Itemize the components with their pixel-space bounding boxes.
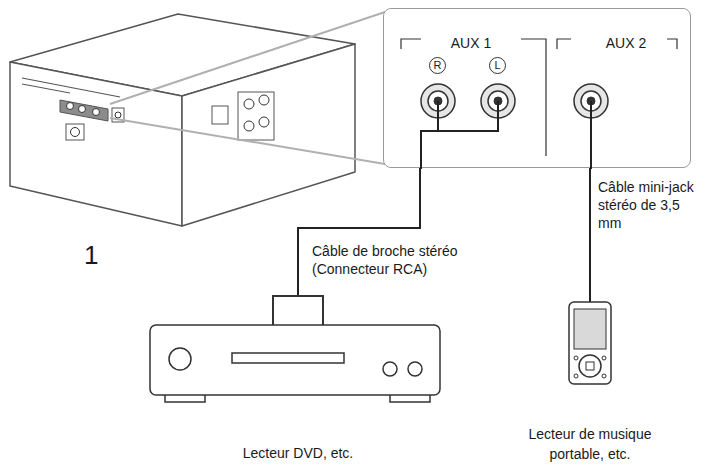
dvd-player-drawing: [140, 295, 450, 470]
music-player: Lecteur de musique portable, etc.: [510, 302, 680, 467]
channel-mark: L: [489, 57, 506, 74]
dvd-player: Lecteur DVD, etc.: [140, 295, 450, 470]
aux-panel-drawing: [384, 9, 692, 169]
cable: [589, 168, 591, 302]
music-player-drawing: [510, 302, 680, 467]
cable-label: Câble mini-jack stéréo de 3,5 mm: [598, 178, 698, 232]
zoom-line: [110, 12, 385, 104]
device-label: Lecteur DVD, etc.: [243, 443, 354, 463]
aux-panel: AUX 1 AUX 2: [383, 8, 691, 168]
device-label: Lecteur de musique portable, etc.: [515, 424, 665, 464]
aux-port-area: [60, 100, 108, 121]
channel-mark: R: [429, 57, 446, 74]
port-label: AUX 2: [606, 33, 646, 53]
callout-number: 1: [84, 240, 98, 270]
port-label: AUX 1: [451, 33, 491, 53]
cable-label: Câble de broche stéréo (Connecteur RCA): [312, 242, 484, 278]
unit-front: [10, 62, 182, 226]
zoom-line: [110, 118, 385, 164]
